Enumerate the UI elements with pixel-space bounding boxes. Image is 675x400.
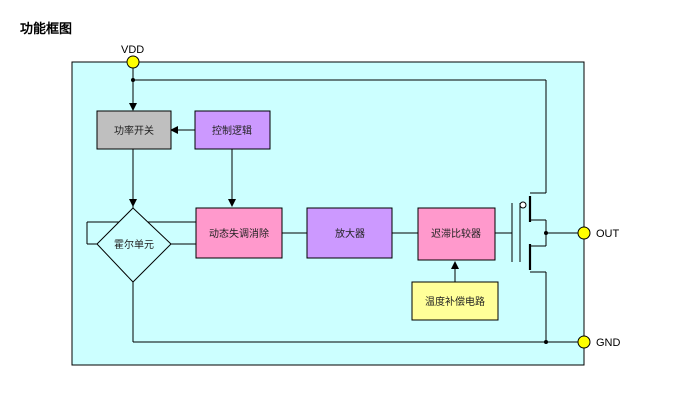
dynamic-offset-block (195, 207, 283, 259)
pmos-gate-bubble (519, 201, 527, 209)
out-pin (577, 226, 591, 240)
temp-compensation-label: 温度补偿电路 (425, 295, 485, 308)
comparator-block (417, 207, 496, 261)
temp-compensation-block (411, 281, 499, 321)
wires (86, 62, 584, 343)
junction-dot (544, 231, 548, 235)
hall-element-block (96, 207, 172, 283)
power-switch-label: 功率开关 (114, 124, 154, 137)
amplifier-label: 放大器 (335, 227, 365, 240)
control-logic-label: 控制逻辑 (212, 124, 252, 137)
gnd-pin-label: GND (596, 337, 621, 349)
junction-dot (131, 78, 135, 82)
vdd-pin-label: VDD (121, 44, 144, 56)
junction-dot (544, 340, 548, 344)
amplifier-block (306, 207, 393, 259)
hall-element-label: 霍尔单元 (114, 238, 154, 251)
dynamic-offset-label: 动态失调消除 (209, 227, 269, 240)
control-logic-block (194, 110, 271, 150)
out-pin-label: OUT (596, 228, 620, 240)
vdd-pin (126, 55, 140, 69)
comparator-label: 迟滞比较器 (431, 227, 481, 240)
gnd-pin (577, 335, 591, 349)
power-switch-block (96, 110, 172, 150)
page-title: 功能框图 (20, 22, 73, 37)
